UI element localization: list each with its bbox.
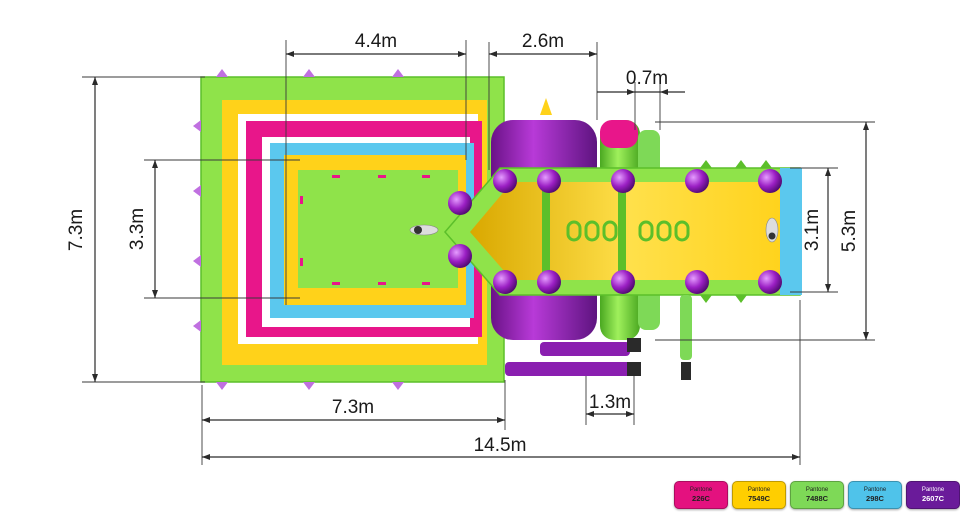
swatch-code: 298C xyxy=(866,494,884,503)
swatch-pantone-label: Pantone xyxy=(863,487,887,493)
tunnel-pillars xyxy=(542,182,626,280)
blower-3 xyxy=(681,362,691,380)
obstacle-tunnel xyxy=(444,160,802,303)
frame-spikes xyxy=(193,69,404,390)
label-7.3m-horizontal: 7.3m xyxy=(332,397,374,418)
label-2.6m: 2.6m xyxy=(522,31,564,52)
label-3.1m: 3.1m xyxy=(802,209,823,251)
bottom-tube-1 xyxy=(505,362,635,376)
label-4.4m: 4.4m xyxy=(355,31,397,52)
person-figure-right xyxy=(765,217,779,243)
label-0.7m: 0.7m xyxy=(626,68,668,89)
drum-topper xyxy=(540,98,552,115)
dimension-lines xyxy=(82,40,875,465)
purple-ball xyxy=(611,169,635,193)
swatch-code: 7549C xyxy=(747,494,771,503)
swatch-7488c: Pantone 7488C xyxy=(790,481,844,509)
swatch-2607c: Pantone 2607C xyxy=(906,481,960,509)
dimension-labels: 4.4m 2.6m 0.7m 7.3m 3.3m 3.1m 5.3m 7.3m … xyxy=(66,31,860,456)
purple-ball xyxy=(493,169,517,193)
label-14.5m: 14.5m xyxy=(474,435,527,456)
blower-2 xyxy=(627,362,641,376)
purple-ball xyxy=(537,270,561,294)
purple-ball xyxy=(493,270,517,294)
side-tube xyxy=(680,295,692,360)
purple-ball xyxy=(448,191,472,215)
swatch-7549c: Pantone 7549C xyxy=(732,481,786,509)
swatch-pantone-label: Pantone xyxy=(921,487,945,493)
swatch-pantone-label: Pantone xyxy=(805,487,829,493)
purple-ball xyxy=(611,270,635,294)
label-7.3m-vertical: 7.3m xyxy=(66,209,87,251)
swatch-pantone-label: Pantone xyxy=(689,487,713,493)
swatch-code: 7488C xyxy=(805,494,829,503)
purple-ball xyxy=(685,169,709,193)
person-figure-left xyxy=(409,224,439,236)
swatch-code: 226C xyxy=(692,494,710,503)
floor-markers xyxy=(300,175,430,285)
swatch-226c: Pantone 226C xyxy=(674,481,728,509)
bouncer-square xyxy=(193,69,505,390)
purple-ball xyxy=(448,244,472,268)
bottom-blowers xyxy=(505,295,692,380)
drum-cap-top xyxy=(600,120,638,148)
bottom-tube-2 xyxy=(540,342,630,356)
tunnel-floor xyxy=(470,182,790,280)
label-1.3m: 1.3m xyxy=(589,392,631,413)
purple-ball xyxy=(537,169,561,193)
tube-obstacles xyxy=(566,220,690,242)
label-3.3m: 3.3m xyxy=(127,208,148,250)
blower-1 xyxy=(627,338,641,352)
swatch-298c: Pantone 298C xyxy=(848,481,902,509)
purple-ball xyxy=(758,169,782,193)
tunnel-spikes xyxy=(700,160,772,303)
purple-balls xyxy=(448,169,782,294)
tunnel-end-cyan xyxy=(780,168,802,295)
swatch-code: 2607C xyxy=(921,494,945,503)
purple-ball xyxy=(685,270,709,294)
label-5.3m: 5.3m xyxy=(839,210,860,252)
pantone-swatches: Pantone 226C Pantone 7549C Pantone 7488C… xyxy=(670,481,960,509)
swatch-pantone-label: Pantone xyxy=(747,487,771,493)
purple-ball xyxy=(758,270,782,294)
